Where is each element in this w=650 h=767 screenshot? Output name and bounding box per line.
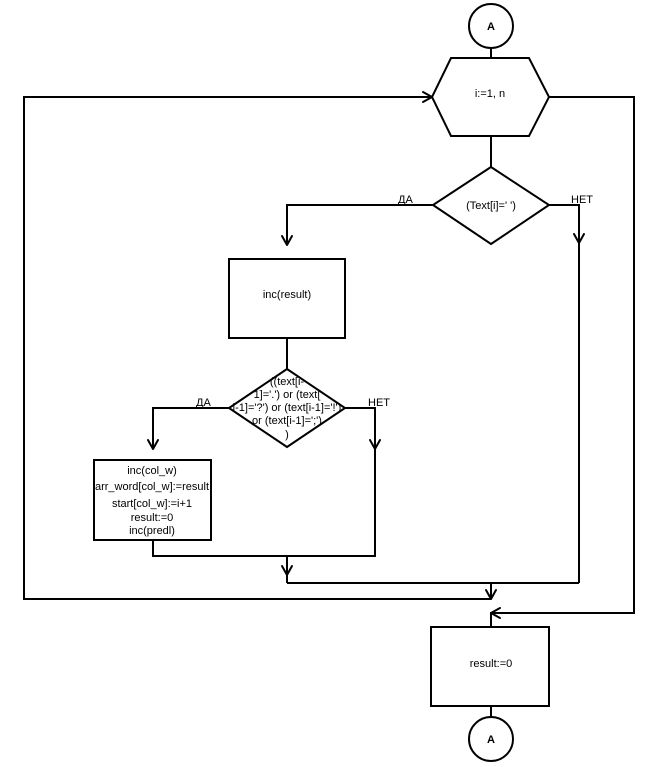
process-inc-result-label: inc(result) [263, 289, 311, 301]
process-reset-label: result:=0 [470, 658, 513, 670]
decision-space-check: (Text[i]=' ') [431, 165, 551, 246]
arrow-yes-2 [147, 439, 159, 450]
decision-space-label: (Text[i]=' ') [466, 200, 516, 212]
process-word-line-4: result:=0 [131, 512, 174, 524]
connector-bottom: A [468, 716, 514, 762]
process-inc-result: inc(result) [228, 258, 346, 339]
decision-punct-line-4: or (text[i-1]=';') [252, 415, 322, 427]
arrow-merge-inner [281, 565, 293, 576]
decision-punct-line-2: 1]='.') or (text[ [254, 389, 321, 401]
branch-yes-1-label: ДА [398, 194, 413, 206]
arrow-loop-exit [490, 607, 501, 619]
branch-no-2-label: НЕТ [368, 397, 390, 409]
process-word-line-2: arr_word[col_w]:=result [95, 481, 209, 493]
branch-yes-2-label: ДА [196, 397, 211, 409]
decision-punctuation-check: ((text[i- 1]='.') or (text[ i-1]='?') or… [227, 367, 347, 449]
process-word-line-1: inc(col_w) [127, 465, 177, 477]
connector-top: A [468, 3, 514, 49]
process-word-line-3: start[col_w]:=i+1 [112, 498, 192, 510]
decision-punct-line-1: ((text[i- [270, 376, 305, 388]
process-reset-result: result:=0 [430, 626, 550, 707]
loop-header-label: i:=1, n [475, 88, 505, 100]
connector-bottom-label: A [487, 734, 495, 746]
connector-top-label: A [487, 21, 495, 33]
arrow-yes-1 [281, 235, 293, 246]
decision-punct-line-5: ) [285, 429, 289, 441]
process-word-block: inc(col_w) arr_word[col_w]:=result start… [93, 459, 212, 541]
process-word-line-5: inc(predl) [129, 525, 175, 537]
branch-no-1-label: НЕТ [571, 194, 593, 206]
arrow-loop-back [422, 91, 433, 103]
arrow-no-2 [369, 439, 381, 450]
loop-header-block: i:=1, n [430, 57, 551, 137]
arrow-no-1 [573, 233, 585, 244]
decision-punct-line-3: i-1]='?') or (text[i-1]='!') [233, 402, 342, 414]
